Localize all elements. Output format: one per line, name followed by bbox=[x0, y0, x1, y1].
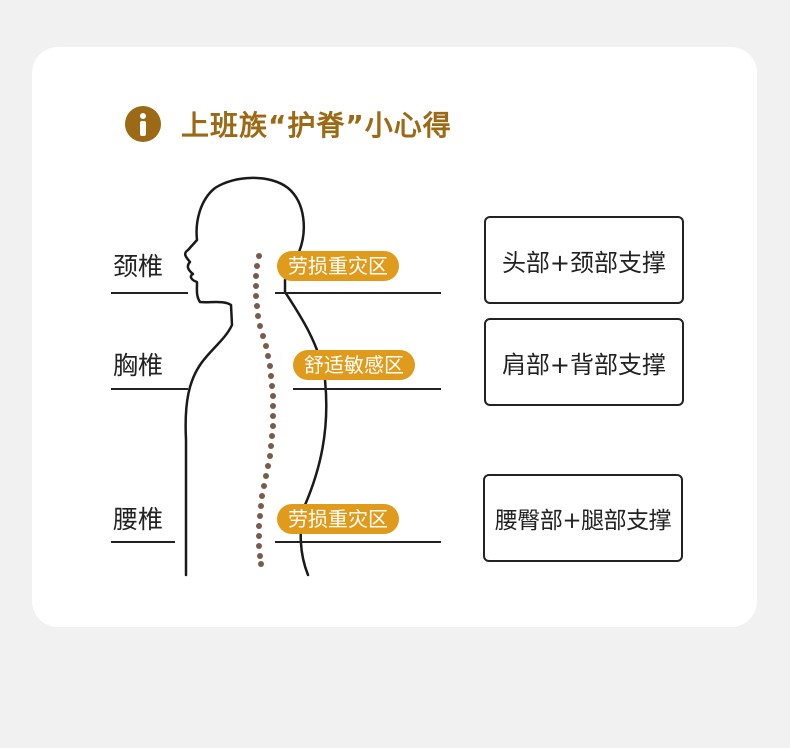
support-box-thoracic: 肩部+背部支撑 bbox=[484, 318, 684, 406]
support-box-cervical: 头部+颈部支撑 bbox=[484, 216, 684, 304]
region-label-thoracic: 胸椎 bbox=[113, 351, 164, 380]
tag-underline-cervical bbox=[275, 292, 441, 294]
page-title: 上班族“护脊”小心得 bbox=[181, 109, 452, 142]
title-row: 上班族“护脊”小心得 bbox=[125, 104, 452, 144]
region-label-lumbar: 腰椎 bbox=[113, 505, 164, 534]
region-tag-thoracic: 舒适敏感区 bbox=[293, 350, 415, 380]
tag-underline-thoracic bbox=[293, 388, 441, 390]
region-tag-cervical: 劳损重灾区 bbox=[277, 251, 399, 281]
tag-underline-lumbar bbox=[275, 541, 441, 543]
region-underline-thoracic bbox=[111, 388, 188, 390]
region-label-cervical: 颈椎 bbox=[113, 252, 164, 281]
region-tag-lumbar: 劳损重灾区 bbox=[277, 504, 399, 534]
info-icon bbox=[125, 106, 161, 142]
support-box-lumbar: 腰臀部+腿部支撑 bbox=[483, 474, 683, 562]
region-underline-lumbar bbox=[111, 541, 175, 543]
region-underline-cervical bbox=[111, 292, 188, 294]
